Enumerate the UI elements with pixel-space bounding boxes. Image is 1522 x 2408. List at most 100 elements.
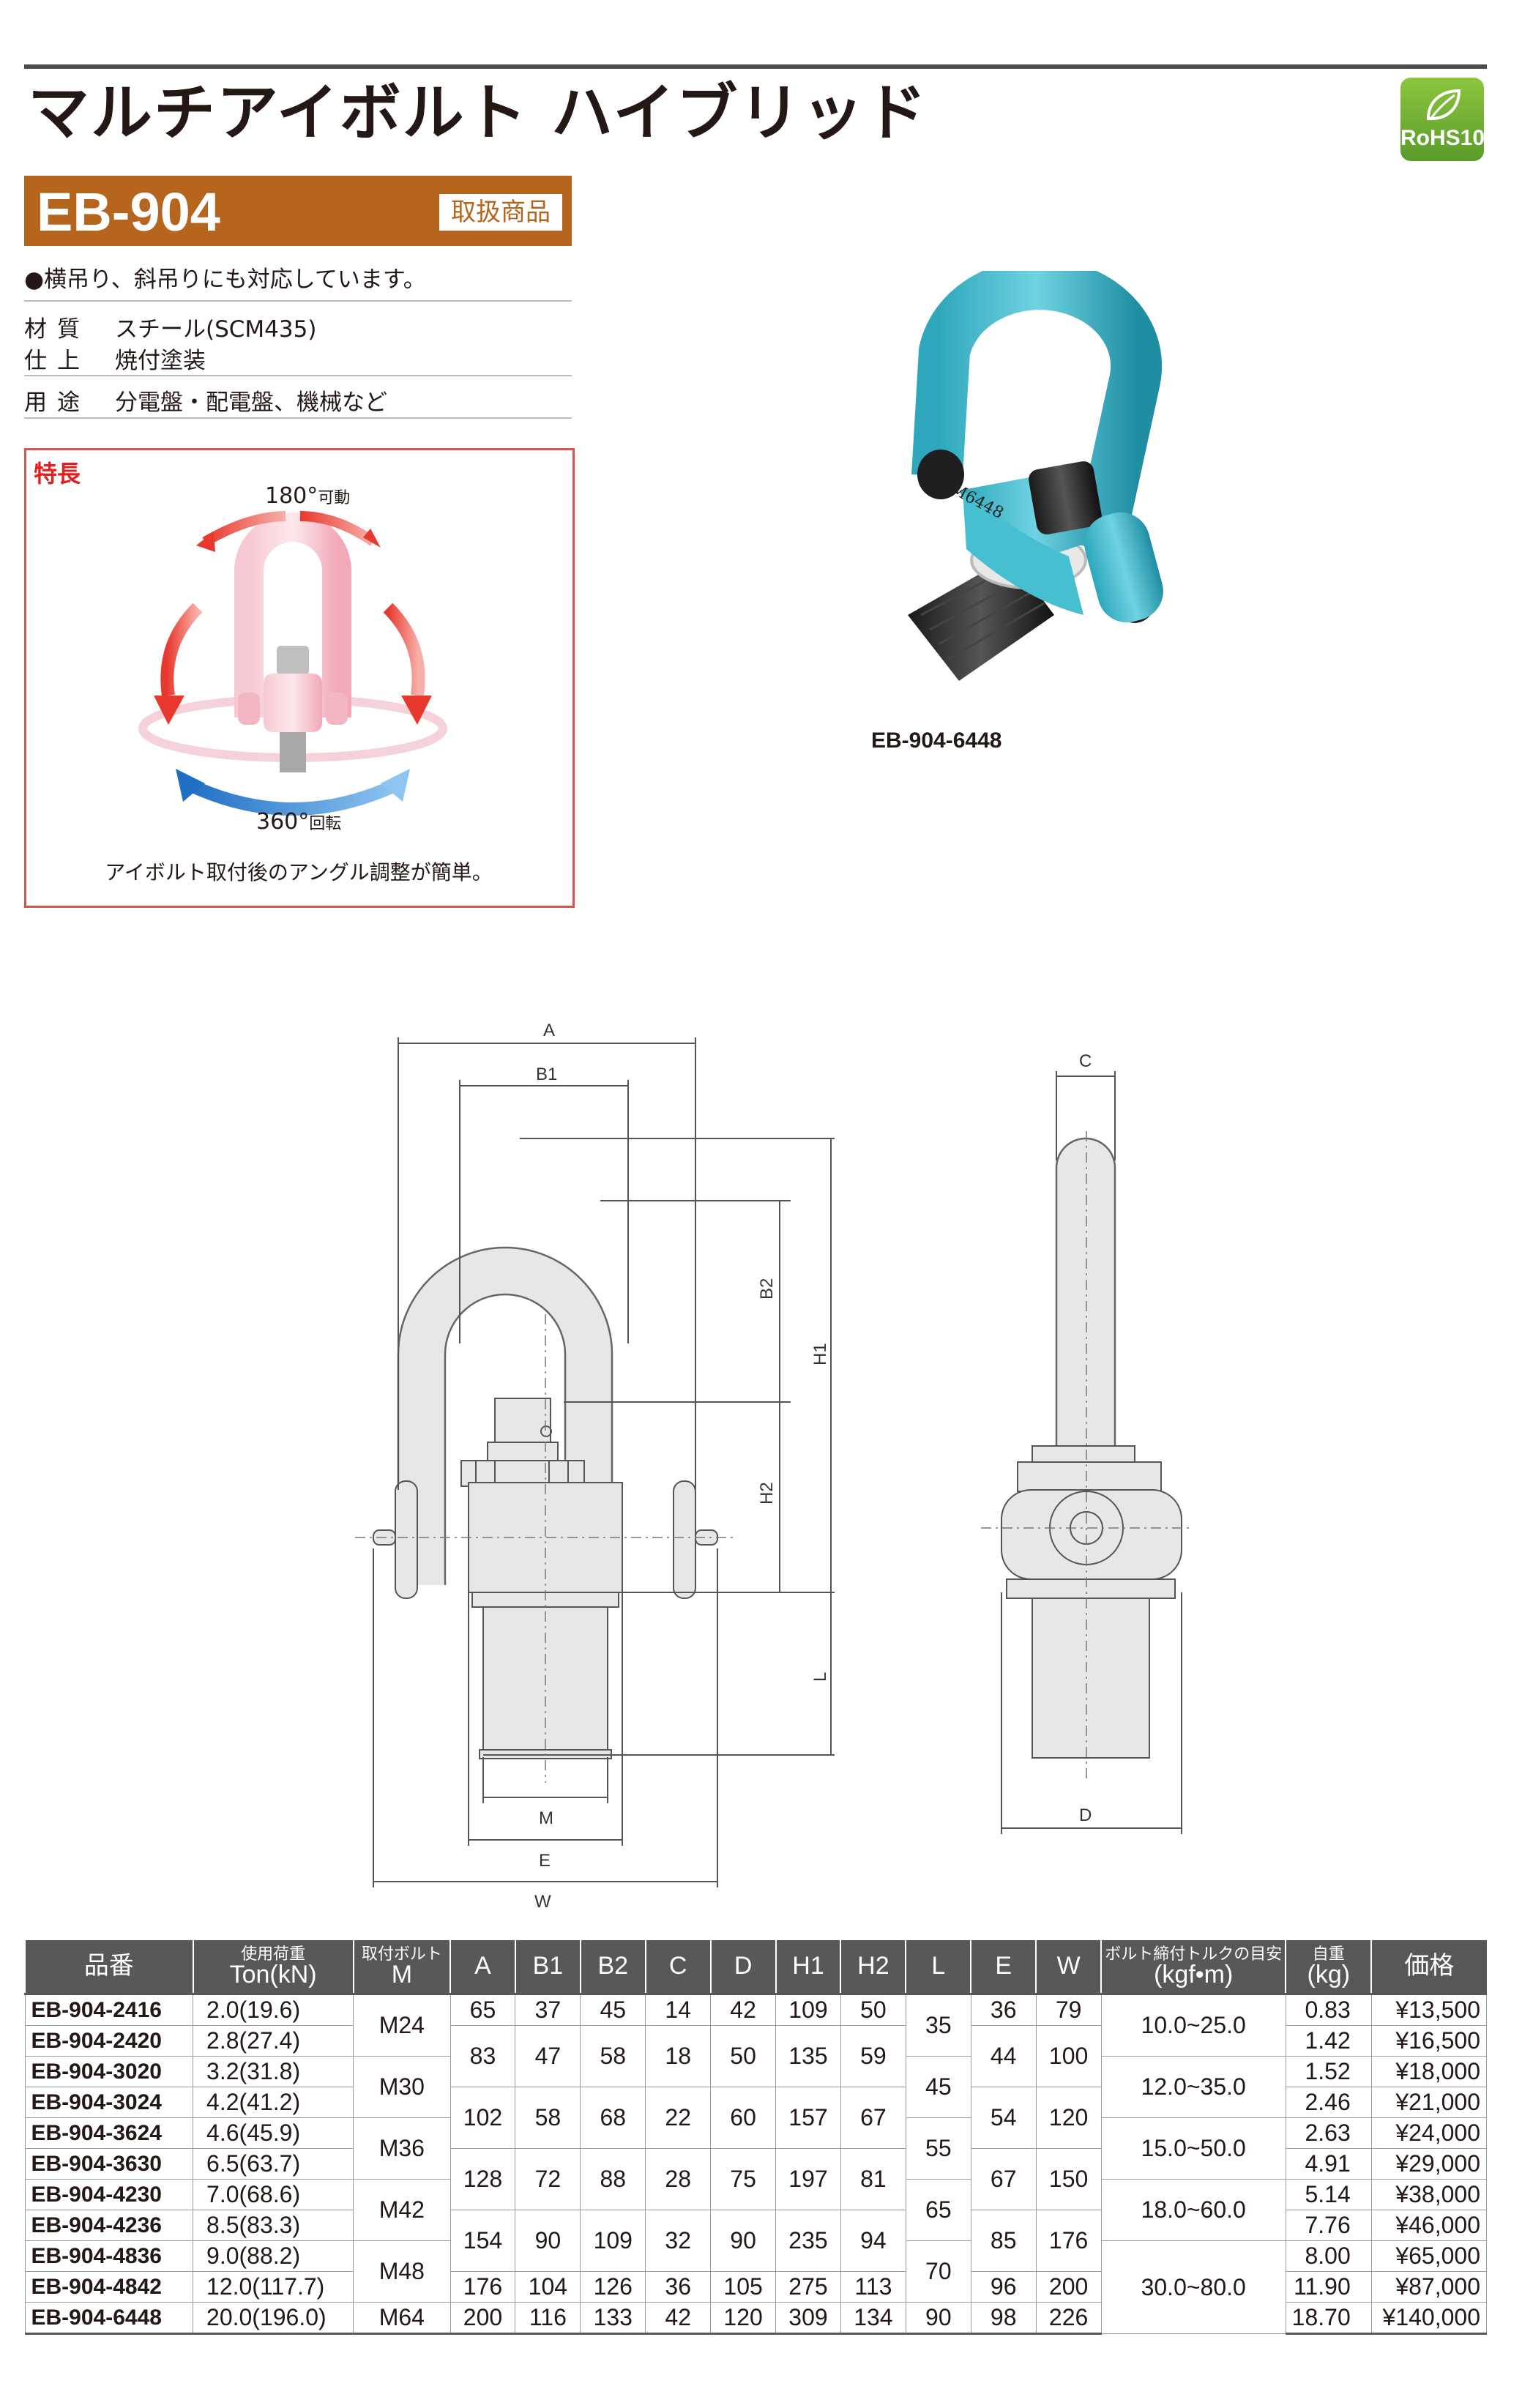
- cell-torque: 10.0~25.0: [1100, 1993, 1286, 2057]
- cell-B2: 88: [580, 2148, 646, 2210]
- cell-C: 22: [645, 2087, 712, 2149]
- table-row: EB-904-4230 7.0(68.6) M42 65 18.0~60.0 5…: [24, 2179, 1488, 2241]
- cell-D: 50: [710, 2025, 777, 2087]
- cell-L: 65: [905, 2179, 971, 2241]
- cell-H1: 309: [775, 2302, 841, 2335]
- swivel-label: 360°回転: [256, 809, 341, 835]
- spec-key: 材質: [24, 316, 90, 343]
- spec-finish: 仕上焼付塗装: [24, 342, 206, 375]
- cell-B1: 58: [515, 2087, 581, 2149]
- cell-B2: 109: [580, 2210, 646, 2272]
- cell-weight: 2.46: [1285, 2087, 1372, 2118]
- th-D: D: [709, 1940, 776, 1994]
- cell-price: ¥24,000: [1370, 2117, 1488, 2149]
- dim-W: W: [534, 1892, 551, 1912]
- cell-E: 44: [970, 2025, 1037, 2087]
- cell-C: 42: [645, 2302, 712, 2335]
- cell-weight: 7.76: [1285, 2210, 1372, 2241]
- cell-load: 20.0(196.0): [193, 2302, 354, 2335]
- divider: [24, 375, 572, 376]
- handling-badge: 取扱商品: [438, 193, 564, 232]
- th-H1: H1: [775, 1940, 841, 1994]
- cell-price: ¥46,000: [1370, 2210, 1488, 2241]
- cell-H2: 113: [840, 2271, 906, 2303]
- cell-H1: 135: [775, 2025, 841, 2087]
- cell-weight: 5.14: [1285, 2179, 1372, 2210]
- cell-price: ¥65,000: [1370, 2240, 1488, 2272]
- rohs-badge: RoHS10: [1400, 78, 1485, 161]
- th-W: W: [1035, 1940, 1102, 1994]
- th-B1: B1: [514, 1940, 581, 1994]
- cell-A: 176: [449, 2271, 516, 2303]
- swivel-angle: 360°: [256, 809, 310, 835]
- cell-H2: 59: [840, 2025, 906, 2087]
- cell-code: EB-904-4230: [24, 2179, 194, 2210]
- features-box: [24, 448, 575, 908]
- dim-H2: H2: [757, 1482, 777, 1505]
- cell-B1: 116: [515, 2302, 581, 2335]
- table-row: EB-904-4842 12.0(117.7) 176 104 126 36 1…: [24, 2271, 1488, 2303]
- model-number: EB-904: [37, 182, 220, 242]
- cell-code: EB-904-3024: [24, 2087, 194, 2118]
- cell-H1: 157: [775, 2087, 841, 2149]
- cell-H2: 134: [840, 2302, 906, 2335]
- top-rule: [24, 64, 1487, 69]
- cell-A: 83: [449, 2025, 516, 2087]
- cell-W: 120: [1035, 2087, 1102, 2149]
- cell-W: 176: [1035, 2210, 1102, 2272]
- cell-D: 75: [710, 2148, 777, 2210]
- cell-E: 98: [970, 2302, 1037, 2335]
- cell-code: EB-904-3624: [24, 2117, 194, 2149]
- cell-bolt: M42: [353, 2179, 451, 2241]
- th-C: C: [644, 1940, 711, 1994]
- cell-bolt: M24: [353, 1993, 451, 2057]
- spec-key: 仕上: [24, 348, 90, 374]
- cell-B2: 126: [580, 2271, 646, 2303]
- cell-D: 90: [710, 2210, 777, 2272]
- cell-C: 18: [645, 2025, 712, 2087]
- table-row: EB-904-4836 9.0(88.2) M48 70 30.0~80.0 8…: [24, 2240, 1488, 2334]
- cell-load: 6.5(63.7): [193, 2148, 354, 2180]
- cell-H2: 94: [840, 2210, 906, 2272]
- cell-price: ¥16,500: [1370, 2025, 1488, 2057]
- divider: [24, 417, 572, 419]
- cell-W: 226: [1035, 2302, 1102, 2335]
- rotate-angle: 180°: [265, 483, 318, 509]
- dim-M: M: [539, 1808, 553, 1828]
- cell-code: EB-904-4236: [24, 2210, 194, 2241]
- th-code: 品番: [24, 1940, 193, 1994]
- cell-B1: 90: [515, 2210, 581, 2272]
- cell-C: 28: [645, 2148, 712, 2210]
- dim-B2: B2: [757, 1278, 777, 1300]
- dim-D: D: [1079, 1805, 1092, 1825]
- spec-key: 用途: [24, 389, 90, 416]
- rotate-text: 可動: [318, 489, 351, 507]
- dim-E: E: [539, 1851, 551, 1871]
- cell-L: 55: [905, 2117, 971, 2180]
- spec-value: スチール(SCM435): [115, 316, 317, 343]
- cell-E: 96: [970, 2271, 1037, 2303]
- cell-load: 8.5(83.3): [193, 2210, 354, 2241]
- cell-weight: 11.90: [1285, 2271, 1372, 2303]
- dim-L: L: [810, 1672, 830, 1682]
- dim-B1: B1: [536, 1065, 557, 1084]
- cell-load: 9.0(88.2): [193, 2240, 354, 2272]
- cell-bolt: M48: [353, 2240, 451, 2303]
- cell-C: 14: [645, 1993, 712, 2026]
- cell-B1: 72: [515, 2148, 581, 2210]
- cell-B2: 58: [580, 2025, 646, 2087]
- cell-W: 100: [1035, 2025, 1102, 2087]
- feature-bullet: ●横吊り、斜吊りにも対応しています。: [24, 266, 426, 293]
- cell-load: 4.2(41.2): [193, 2087, 354, 2118]
- spec-material: 材質スチール(SCM435): [24, 310, 316, 343]
- cell-E: 85: [970, 2210, 1037, 2272]
- cell-price: ¥18,000: [1370, 2056, 1488, 2087]
- cell-H1: 275: [775, 2271, 841, 2303]
- cell-weight: 1.52: [1285, 2056, 1372, 2087]
- cell-H1: 197: [775, 2148, 841, 2210]
- cell-weight: 0.83: [1285, 1993, 1372, 2026]
- th-E: E: [970, 1940, 1037, 1994]
